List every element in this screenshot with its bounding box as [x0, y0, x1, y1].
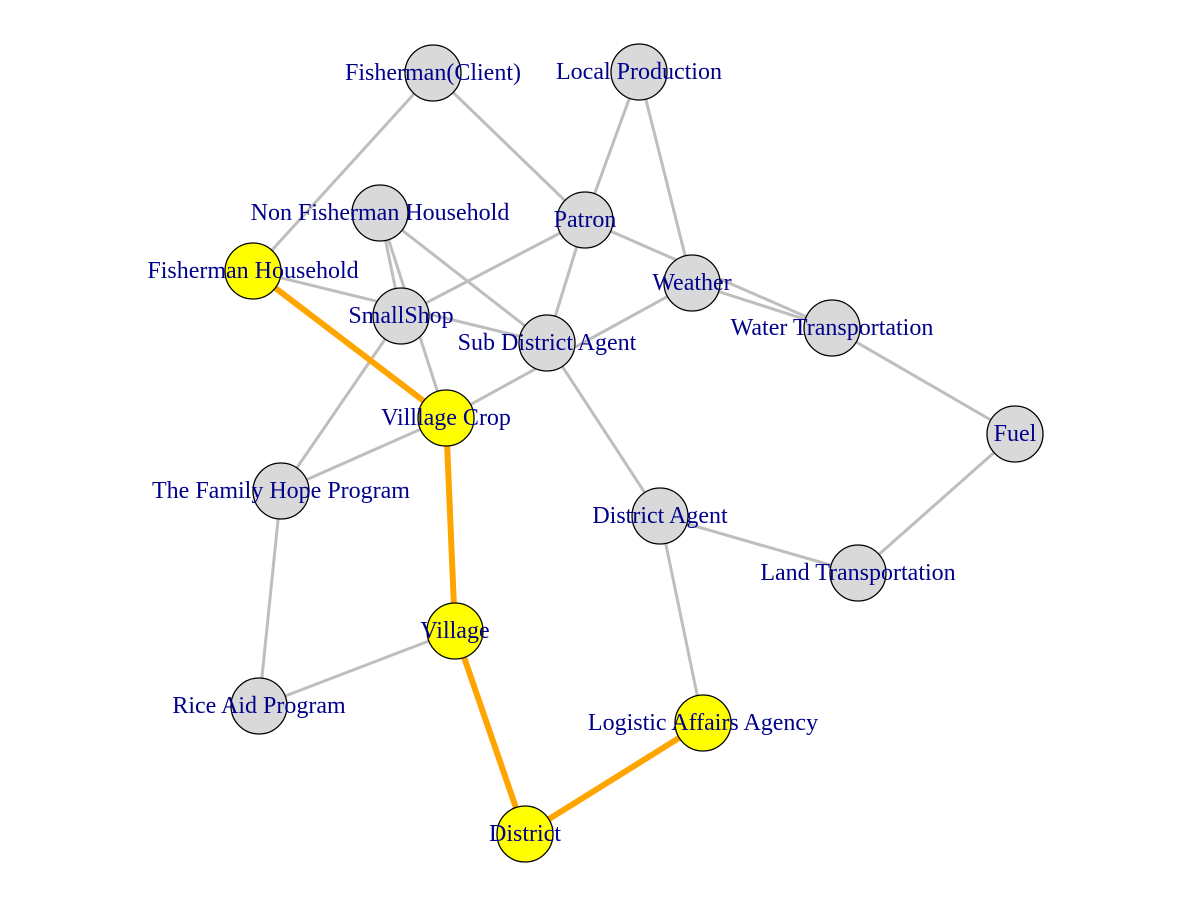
edge-district-logistic-affairs — [522, 720, 706, 837]
node-circle — [631, 487, 689, 545]
node-circle — [372, 287, 430, 345]
node-label-land-transportation: Land Transportation — [760, 560, 955, 586]
node-label-rice-aid: Rice Aid Program — [172, 693, 346, 719]
node-sub-district-agent — [518, 314, 576, 372]
edge-patron-smallshop — [399, 218, 587, 318]
edge-village-crop-village — [443, 415, 458, 634]
node-non-fisherman-household — [351, 184, 409, 242]
node-circle — [556, 191, 614, 249]
edge-sub-district-agent-district-agent — [545, 341, 662, 518]
edge-non-fisherman-household-sub-district-agent — [378, 211, 549, 345]
node-district-agent — [631, 487, 689, 545]
node-circle — [496, 805, 554, 863]
edge-fuel-land-transportation — [856, 432, 1017, 575]
node-label-patron: Patron — [554, 207, 617, 233]
node-village-crop — [417, 389, 475, 447]
node-patron — [556, 191, 614, 249]
edge-village-crop-family-hope — [279, 416, 448, 493]
node-district — [496, 805, 554, 863]
edge-district-agent-logistic-affairs — [658, 514, 705, 725]
node-circle — [674, 694, 732, 752]
node-logistic-affairs — [674, 694, 732, 752]
node-circle — [518, 314, 576, 372]
node-label-non-fisherman-household: Non Fisherman Household — [251, 200, 510, 226]
node-label-fuel: Fuel — [994, 421, 1037, 447]
node-circle — [224, 242, 282, 300]
node-circle — [663, 254, 721, 312]
node-circle — [610, 43, 668, 101]
node-fisherman-household — [224, 242, 282, 300]
edge-fisherman-client-patron — [431, 71, 587, 222]
edge-water-transportation-fuel — [830, 326, 1017, 436]
node-label-district-agent: District Agent — [592, 503, 728, 529]
node-label-weather: Weather — [652, 270, 731, 296]
node-circle — [404, 44, 462, 102]
edge-village-district — [452, 628, 528, 837]
node-fisherman-client — [404, 44, 462, 102]
node-circle — [351, 184, 409, 242]
node-label-local-production: Local Production — [556, 59, 722, 85]
node-land-transportation — [829, 544, 887, 602]
node-label-village: Village — [420, 618, 489, 644]
node-water-transportation — [803, 299, 861, 357]
node-label-fisherman-household: Fisherman Household — [147, 258, 358, 284]
node-family-hope — [252, 462, 310, 520]
node-label-fisherman-client: Fisherman(Client) — [345, 60, 521, 86]
node-rice-aid — [230, 677, 288, 735]
node-circle — [426, 602, 484, 660]
node-fuel — [986, 405, 1044, 463]
node-circle — [230, 677, 288, 735]
edge-fisherman-household-village-crop — [250, 268, 449, 421]
node-circle — [417, 389, 475, 447]
node-label-water-transportation: Water Transportation — [731, 315, 934, 341]
edge-local-production-weather — [637, 70, 694, 285]
edge-family-hope-rice-aid — [257, 489, 283, 708]
node-local-production — [610, 43, 668, 101]
node-label-sub-district-agent: Sub District Agent — [458, 330, 637, 356]
node-weather — [663, 254, 721, 312]
node-label-village-crop: Villlage Crop — [381, 405, 511, 431]
node-label-smallshop: SmallShop — [348, 303, 453, 329]
node-circle — [829, 544, 887, 602]
node-label-family-hope: The Family Hope Program — [152, 478, 410, 504]
node-label-district: District — [489, 821, 561, 847]
node-circle — [803, 299, 861, 357]
edge-rice-aid-village — [257, 629, 457, 708]
node-village — [426, 602, 484, 660]
edge-fisherman-client-fisherman-household — [251, 71, 435, 273]
edge-district-agent-land-transportation — [658, 514, 860, 575]
node-label-logistic-affairs: Logistic Affairs Agency — [588, 710, 818, 736]
node-smallshop — [372, 287, 430, 345]
node-circle — [986, 405, 1044, 463]
node-circle — [252, 462, 310, 520]
edge-smallshop-family-hope — [279, 314, 403, 493]
